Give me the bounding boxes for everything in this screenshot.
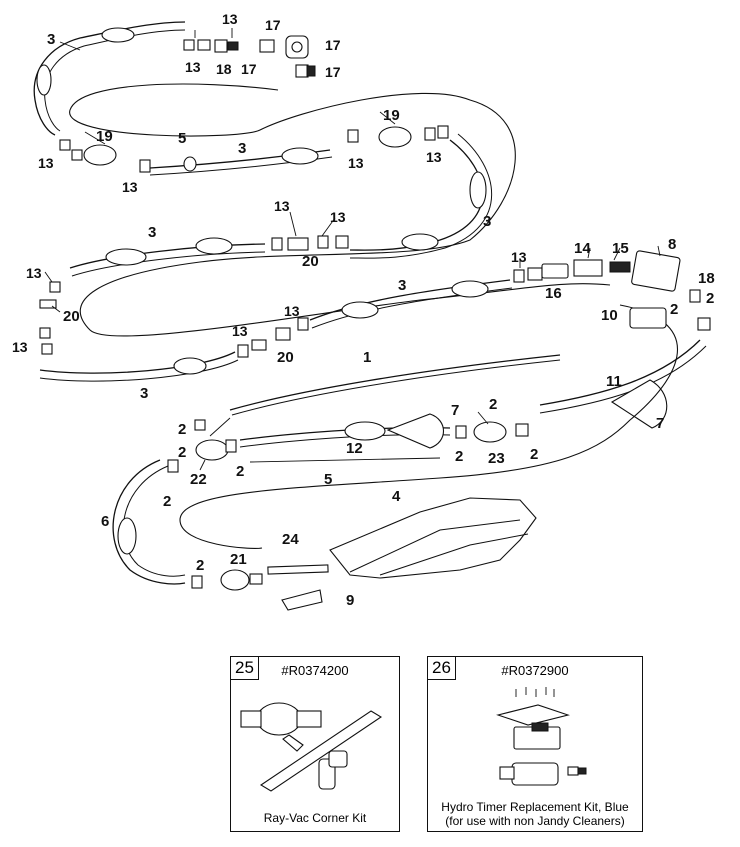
kit-part-number: #R0372900 xyxy=(501,663,569,678)
callout-24: 24 xyxy=(282,531,299,548)
hydro-timer-illustration xyxy=(496,687,587,786)
callout-3: 3 xyxy=(140,385,148,402)
hose-float xyxy=(195,237,233,255)
callout-2: 2 xyxy=(196,557,204,574)
callout-12: 12 xyxy=(346,440,363,457)
hose-3-right xyxy=(349,139,483,251)
callout-16: 16 xyxy=(545,285,562,302)
cone-7-mid xyxy=(386,413,445,449)
callout-21: 21 xyxy=(230,551,247,568)
callout-9: 9 xyxy=(346,592,354,609)
callout-18: 18 xyxy=(216,61,232,77)
hose-6 xyxy=(112,459,186,585)
hose-1 xyxy=(229,354,561,411)
callout-2: 2 xyxy=(489,396,497,413)
hose-float xyxy=(183,156,197,172)
callout-5: 5 xyxy=(178,130,186,147)
hose-float xyxy=(281,147,319,165)
callout-17: 17 xyxy=(325,64,341,80)
hose-3-top xyxy=(33,21,186,136)
connector-parts xyxy=(39,35,711,611)
callout-3: 3 xyxy=(398,277,406,294)
callout-13: 13 xyxy=(274,198,290,214)
hose-float xyxy=(344,421,386,441)
callout-6: 6 xyxy=(101,513,109,530)
callout-4: 4 xyxy=(392,488,401,505)
hose-float xyxy=(469,171,487,209)
hose-line-5-lower xyxy=(179,304,678,549)
hose-line-5 xyxy=(69,83,611,337)
kit-caption-line-2: (for use with non Jandy Cleaners) xyxy=(445,814,625,828)
callout-13: 13 xyxy=(122,179,138,195)
hose-11 xyxy=(539,339,701,406)
callout-18: 18 xyxy=(698,270,715,287)
callout-11: 11 xyxy=(606,373,622,390)
callout-7: 7 xyxy=(656,415,664,432)
hose-float xyxy=(117,517,137,555)
callout-2: 2 xyxy=(236,463,244,480)
hose-float xyxy=(101,27,135,43)
callout-3: 3 xyxy=(148,224,156,241)
callout-2: 2 xyxy=(178,444,186,461)
callout-2: 2 xyxy=(706,290,714,307)
callout-19: 19 xyxy=(96,128,113,145)
callout-7: 7 xyxy=(451,402,459,419)
callout-20: 20 xyxy=(302,253,319,270)
callout-13: 13 xyxy=(330,209,346,225)
hose-float xyxy=(173,357,207,375)
callout-13: 13 xyxy=(348,155,364,171)
callout-14: 14 xyxy=(574,240,591,257)
callout-17: 17 xyxy=(241,61,257,77)
callout-2: 2 xyxy=(530,446,538,463)
callout-13: 13 xyxy=(426,149,442,165)
kit-box-26: 26 #R0372900 Hydro Timer Replacement Kit… xyxy=(427,656,643,832)
callout-13: 13 xyxy=(26,265,42,281)
hose-float xyxy=(36,64,52,96)
callout-13: 13 xyxy=(38,155,54,171)
callout-3: 3 xyxy=(483,213,491,230)
kit-number: 25 xyxy=(231,657,259,680)
callout-13: 13 xyxy=(511,249,527,265)
hose-3-lower xyxy=(39,351,236,374)
callout-22: 22 xyxy=(190,471,207,488)
callout-23: 23 xyxy=(488,450,505,467)
kit-number: 26 xyxy=(428,657,456,680)
kit-caption-line-1: Hydro Timer Replacement Kit, Blue xyxy=(441,800,629,814)
callout-13: 13 xyxy=(12,339,28,355)
leader-lines xyxy=(44,28,661,471)
hose-float xyxy=(341,301,379,319)
callout-13: 13 xyxy=(185,59,201,75)
cone-7-right xyxy=(610,379,668,429)
callout-1: 1 xyxy=(363,349,371,366)
callout-5: 5 xyxy=(324,471,332,488)
callout-13: 13 xyxy=(284,303,300,319)
callout-10: 10 xyxy=(601,307,618,324)
callout-2: 2 xyxy=(178,421,186,438)
hose-float xyxy=(105,248,147,266)
callout-3: 3 xyxy=(238,140,246,157)
callout-15: 15 xyxy=(612,240,629,257)
callout-20: 20 xyxy=(277,349,294,366)
pool-cleaner-body-4 xyxy=(329,497,537,579)
callout-17: 17 xyxy=(265,17,281,33)
hose-3-row xyxy=(69,243,266,269)
callout-2: 2 xyxy=(455,448,463,465)
hose-float xyxy=(451,280,489,298)
callout-19: 19 xyxy=(383,107,400,124)
callout-2: 2 xyxy=(670,301,678,318)
kit-box-25: 25 #R0374200 Ray-Vac Corner Kit xyxy=(230,656,400,832)
kit-caption: Ray-Vac Corner Kit xyxy=(263,811,367,825)
callout-8: 8 xyxy=(668,236,676,253)
hose-float xyxy=(401,233,439,251)
callout-13: 13 xyxy=(222,11,238,27)
callout-13: 13 xyxy=(232,323,248,339)
callout-3: 3 xyxy=(47,31,55,48)
kit-part-number: #R0374200 xyxy=(281,663,349,678)
corner-kit-illustration xyxy=(240,702,383,792)
hose-24 xyxy=(267,564,329,575)
callout-17: 17 xyxy=(325,37,341,53)
callout-20: 20 xyxy=(63,308,80,325)
callout-2: 2 xyxy=(163,493,171,510)
